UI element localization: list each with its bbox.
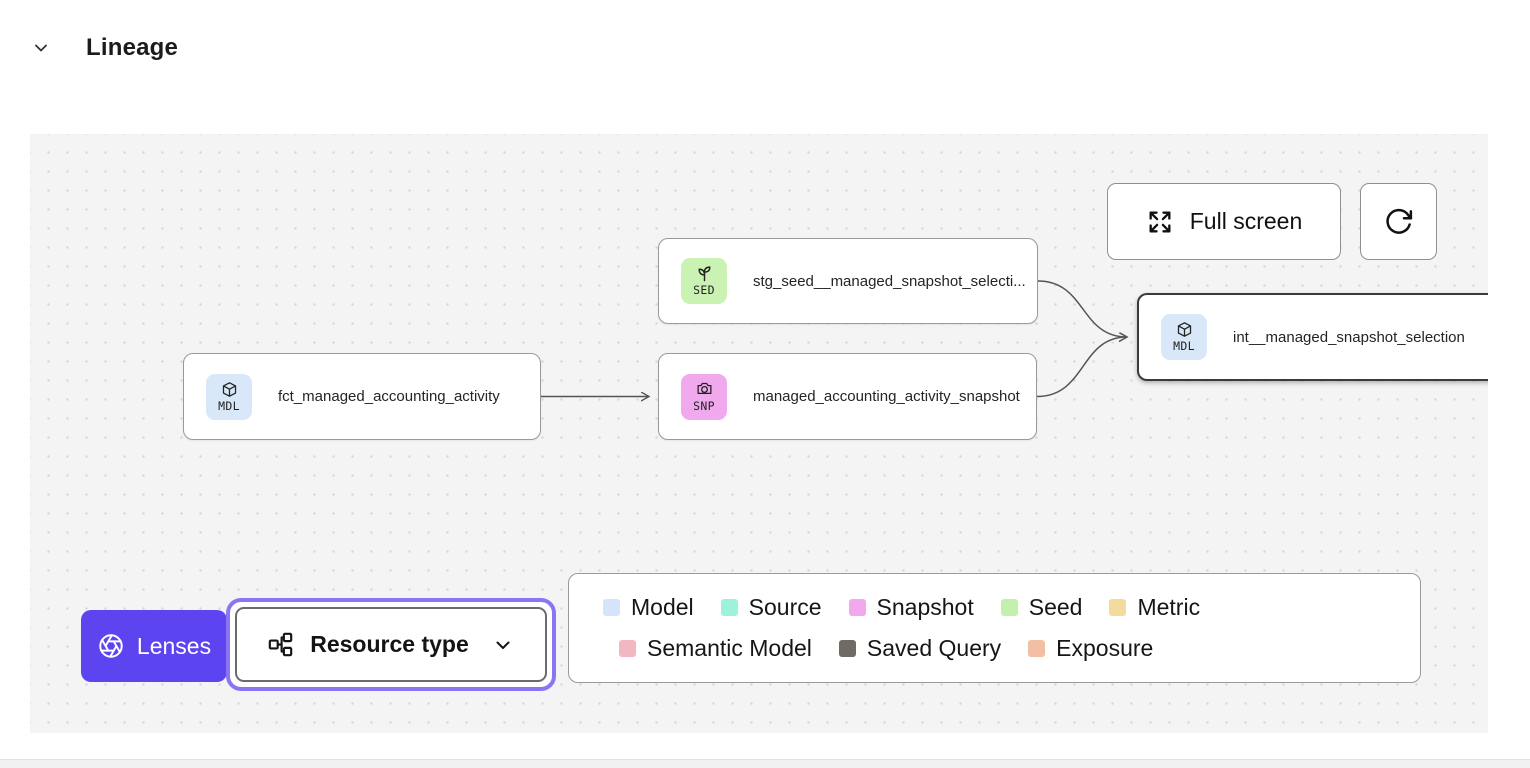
- node-label: fct_managed_accounting_activity: [278, 388, 500, 405]
- full-screen-label: Full screen: [1189, 208, 1303, 234]
- legend-row: Semantic Model Saved Query Exposure: [569, 635, 1420, 662]
- legend-item-model: Model: [603, 594, 694, 621]
- expand-icon: [1146, 208, 1174, 236]
- node-label: stg_seed__managed_snapshot_selecti...: [753, 272, 1026, 290]
- saved-query-swatch: [838, 640, 856, 657]
- exposure-swatch: [1028, 640, 1046, 657]
- legend-label: Semantic Model: [647, 635, 812, 661]
- legend-item-metric: Metric: [1109, 594, 1200, 621]
- badge-code: SNP: [693, 398, 715, 413]
- hierarchy-icon: [267, 631, 294, 658]
- seed-swatch: [1000, 599, 1018, 616]
- legend-label: Snapshot: [876, 594, 974, 620]
- badge-code: SED: [693, 283, 715, 297]
- seed-badge: SED: [681, 258, 727, 304]
- legend-item-semantic-model: Semantic Model: [619, 635, 812, 662]
- legend-label: Source: [748, 594, 822, 620]
- legend-row: Model Source Snapshot Seed Metric: [569, 594, 1420, 621]
- semantic-model-swatch: [619, 640, 636, 657]
- legend-label: Model: [631, 594, 694, 620]
- resource-type-label: Resource type: [310, 631, 469, 657]
- node-stg-seed-managed-snapshot-selection[interactable]: SED stg_seed__managed_snapshot_selecti..…: [658, 238, 1038, 324]
- collapse-chevron-icon[interactable]: [30, 37, 52, 59]
- camera-icon: [696, 382, 712, 394]
- lineage-section-header: Lineage: [30, 34, 178, 62]
- refresh-button[interactable]: [1360, 183, 1437, 260]
- node-label: int__managed_snapshot_selection: [1233, 328, 1465, 346]
- refresh-icon: [1384, 207, 1414, 237]
- lenses-button[interactable]: Lenses: [81, 610, 227, 682]
- node-label: managed_accounting_activity_snapshot: [753, 388, 1020, 405]
- node-fct-managed-accounting-activity[interactable]: MDL fct_managed_accounting_activity: [183, 353, 541, 440]
- lineage-canvas[interactable]: Full screen SED stg_seed__managed_snapsh…: [30, 134, 1488, 733]
- badge-code: MDL: [218, 398, 240, 413]
- model-badge: MDL: [206, 373, 252, 420]
- legend-item-exposure: Exposure: [1028, 635, 1153, 662]
- metric-swatch: [1109, 599, 1127, 616]
- node-int-managed-snapshot-selection[interactable]: MDL int__managed_snapshot_selection: [1137, 293, 1488, 381]
- lenses-label: Lenses: [136, 632, 212, 659]
- bottom-divider: [0, 759, 1530, 768]
- legend-label: Seed: [1028, 594, 1083, 620]
- cube-icon: [1177, 322, 1191, 337]
- snapshot-badge: SNP: [681, 373, 727, 420]
- model-swatch: [603, 599, 620, 616]
- full-screen-button[interactable]: Full screen: [1107, 183, 1341, 260]
- chevron-down-icon: [491, 633, 515, 657]
- resource-type-focus-ring: Resource type: [226, 598, 556, 691]
- model-badge: MDL: [1161, 314, 1207, 360]
- snapshot-swatch: [848, 599, 866, 616]
- resource-type-legend: Model Source Snapshot Seed Metric Semant…: [568, 573, 1421, 683]
- cube-icon: [222, 381, 236, 397]
- page-title: Lineage: [86, 34, 179, 61]
- legend-item-saved-query: Saved Query: [838, 635, 1002, 662]
- legend-item-source: Source: [720, 594, 822, 621]
- source-swatch: [720, 599, 738, 616]
- aperture-icon: [97, 632, 125, 660]
- resource-type-dropdown[interactable]: Resource type: [235, 607, 547, 682]
- node-managed-accounting-activity-snapshot[interactable]: SNP managed_accounting_activity_snapshot: [658, 353, 1037, 440]
- legend-label: Metric: [1137, 594, 1201, 620]
- badge-code: MDL: [1173, 339, 1195, 353]
- legend-item-seed: Seed: [1000, 594, 1083, 621]
- legend-label: Saved Query: [866, 635, 1002, 661]
- sprout-icon: [697, 266, 711, 282]
- legend-label: Exposure: [1056, 635, 1154, 661]
- legend-item-snapshot: Snapshot: [848, 594, 974, 621]
